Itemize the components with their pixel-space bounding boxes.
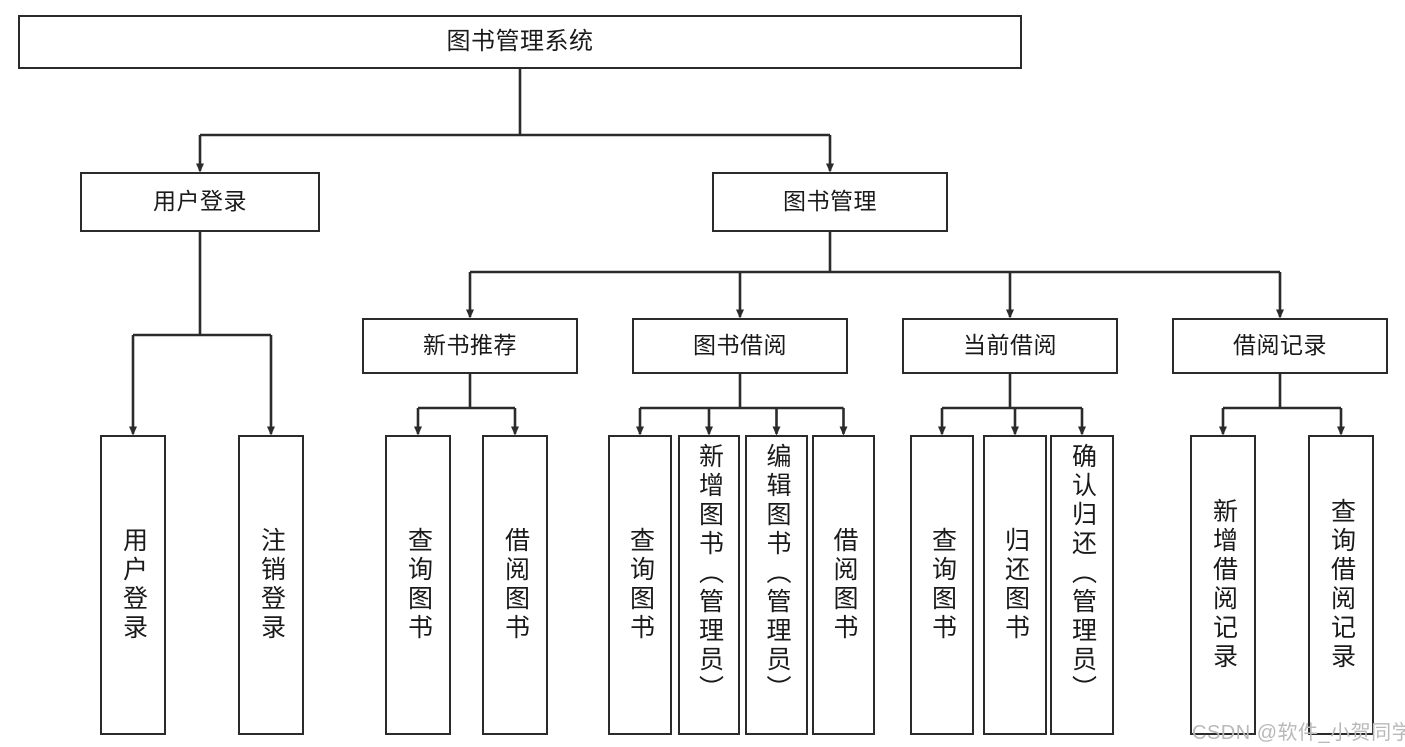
node-label: 借阅记录 — [1233, 332, 1327, 359]
node-label: 归还图书 — [1001, 527, 1030, 643]
node-borrow-records[interactable]: 借阅记录 — [1172, 318, 1388, 374]
node-leaf-add-book-admin[interactable]: 新增图书（管理员） — [678, 435, 740, 735]
connector-lines — [129, 69, 1345, 436]
node-leaf-user-logout[interactable]: 注销登录 — [238, 435, 304, 735]
node-label: 查询图书 — [928, 527, 957, 643]
node-label: 查询图书 — [626, 527, 655, 643]
node-root[interactable]: 图书管理系统 — [18, 15, 1022, 69]
node-label: 借阅图书 — [501, 527, 530, 643]
node-leaf-add-borrow-record[interactable]: 新增借阅记录 — [1190, 435, 1256, 735]
node-leaf-borrow-book-1[interactable]: 借阅图书 — [482, 435, 548, 735]
node-leaf-borrow-book-2[interactable]: 借阅图书 — [812, 435, 875, 735]
node-current-borrow[interactable]: 当前借阅 — [902, 318, 1118, 374]
node-label: 图书管理 — [783, 188, 877, 215]
node-label: 借阅图书 — [830, 527, 858, 643]
node-label: 查询借阅记录 — [1327, 498, 1356, 672]
node-label: 注销登录 — [257, 527, 286, 643]
node-label: 新增借阅记录 — [1209, 498, 1238, 672]
node-label: 图书借阅 — [693, 332, 787, 359]
node-leaf-query-book-3[interactable]: 查询图书 — [910, 435, 974, 735]
node-leaf-edit-book-admin[interactable]: 编辑图书（管理员） — [745, 435, 808, 735]
node-leaf-confirm-return-admin[interactable]: 确认归还（管理员） — [1050, 435, 1114, 735]
node-label: 图书管理系统 — [446, 27, 594, 55]
node-user-login[interactable]: 用户登录 — [80, 172, 320, 232]
node-leaf-return-book[interactable]: 归还图书 — [983, 435, 1047, 735]
node-leaf-query-book-1[interactable]: 查询图书 — [385, 435, 451, 735]
watermark-text: CSDN @软件_小贺同学 — [1192, 722, 1405, 744]
node-label: 确认归还（管理员） — [1068, 443, 1097, 704]
node-label: 用户登录 — [153, 188, 247, 215]
node-label: 当前借阅 — [963, 332, 1057, 359]
node-leaf-query-borrow-record[interactable]: 查询借阅记录 — [1308, 435, 1374, 735]
node-label: 编辑图书（管理员） — [763, 443, 791, 704]
node-label: 查询图书 — [404, 527, 433, 643]
node-new-book-recommend[interactable]: 新书推荐 — [362, 318, 578, 374]
node-label: 新增图书（管理员） — [695, 443, 724, 704]
node-label: 用户登录 — [119, 527, 148, 643]
node-book-management[interactable]: 图书管理 — [712, 172, 948, 232]
node-label: 新书推荐 — [423, 332, 517, 359]
node-leaf-query-book-2[interactable]: 查询图书 — [608, 435, 672, 735]
node-book-borrow[interactable]: 图书借阅 — [632, 318, 848, 374]
node-leaf-user-login[interactable]: 用户登录 — [100, 435, 166, 735]
